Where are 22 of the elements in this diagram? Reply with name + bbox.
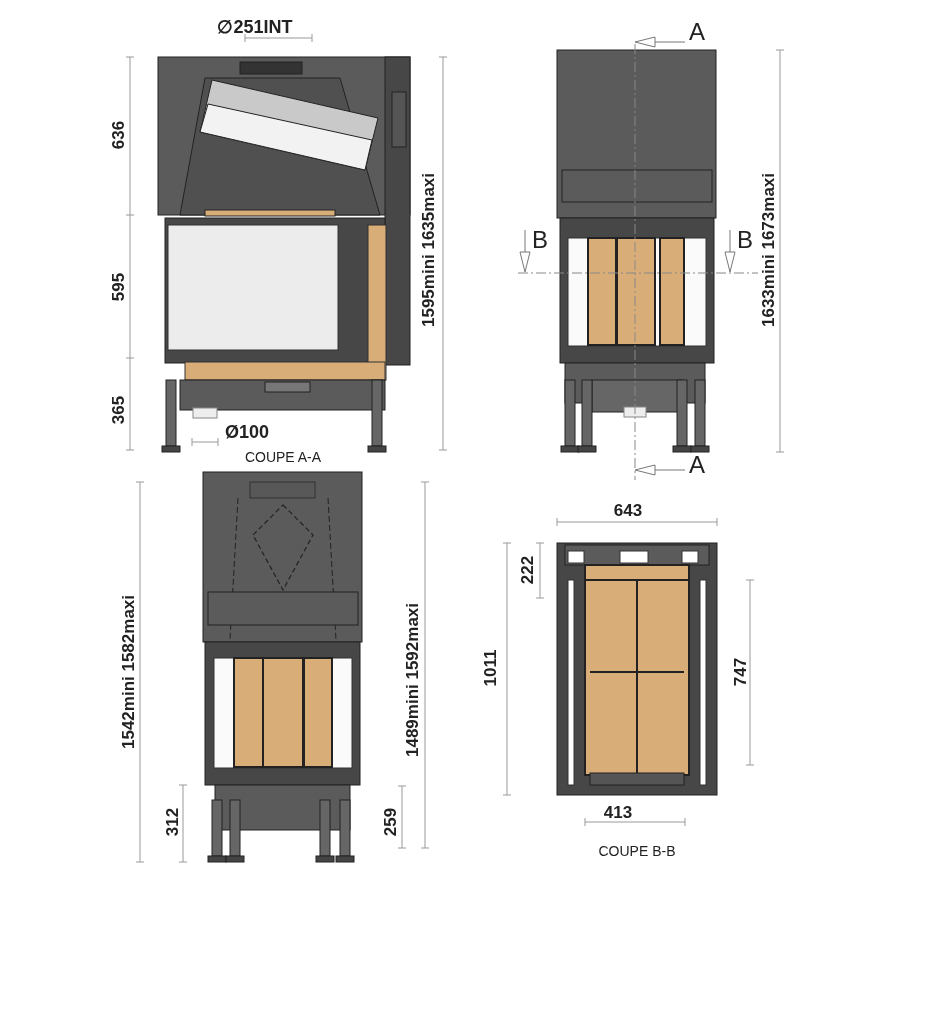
view-caption: COUPE B-B [598,844,676,858]
dimension-label: 365 [109,395,127,425]
dimension-label: 595 [109,272,127,302]
dimension-label: 312 [163,807,181,837]
dimension-label: 413 [603,803,633,821]
dimension-label: 1489mini 1592maxi [403,602,421,758]
section-label: B [532,228,548,252]
dimension-label: 747 [731,657,749,687]
section-label: A [689,453,705,477]
dimension-label: 636 [109,120,127,150]
dimension-label: 259 [381,807,399,837]
dimension-label: 1595mini 1635maxi [419,172,437,328]
view-caption: COUPE A-A [244,450,322,464]
section-label: A [689,20,705,44]
dimension-label: 222 [518,555,536,585]
dimension-label: ∅251INT [217,18,293,36]
dimension-label: 1633mini 1673maxi [759,172,777,328]
section-label: B [737,228,753,252]
dimension-label: 1542mini 1582maxi [119,594,137,750]
dimension-label: 1011 [481,649,499,687]
dimension-label: 643 [613,501,643,519]
dimension-label: Ø100 [225,423,269,441]
